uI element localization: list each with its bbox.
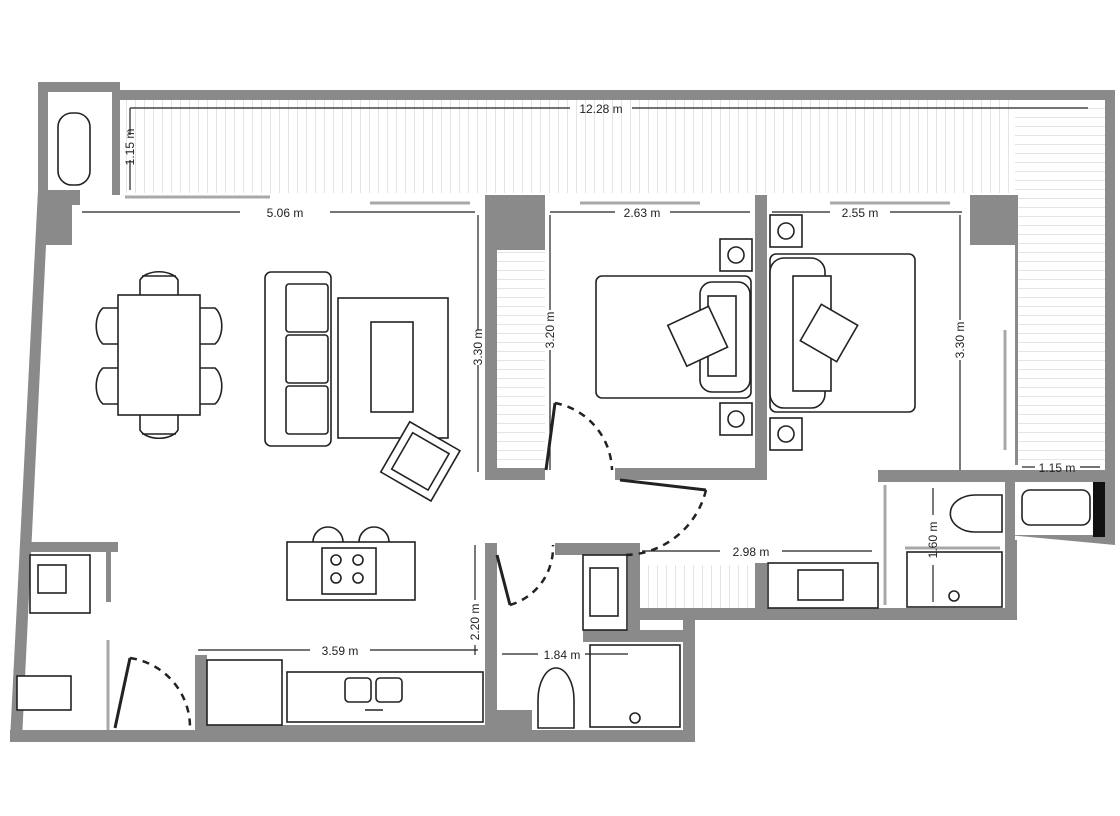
dim-balcony-depth: 1.15 m — [123, 129, 137, 166]
bathtub — [1021, 489, 1091, 526]
toilet-bathroom — [537, 667, 575, 729]
balcony-deck — [125, 100, 1105, 610]
dim-bath-corridor-width: 2.98 m — [733, 545, 770, 559]
sofa — [264, 271, 332, 447]
dim-ensuite-depth: 1.60 m — [926, 522, 940, 559]
kitchen-island — [286, 526, 416, 601]
doors — [113, 401, 708, 729]
bed-2 — [769, 253, 916, 413]
dim-bedroom1-depth: 3.20 m — [543, 312, 557, 349]
dim-kitchen-width: 3.59 m — [322, 644, 359, 658]
dim-living-width: 5.06 m — [267, 206, 304, 220]
bathtub-edge — [1093, 482, 1105, 537]
shower-head — [948, 590, 960, 602]
kitchen-counter — [286, 671, 484, 723]
nightstands — [719, 214, 803, 451]
dim-bathroom-width: 1.84 m — [544, 648, 581, 662]
dimension-lines — [82, 107, 1100, 655]
coffee-table — [370, 321, 414, 413]
dining-set — [95, 270, 223, 440]
fridge — [206, 659, 283, 726]
balcony-lounger — [57, 112, 91, 186]
dim-kitchen-depth: 2.20 m — [468, 604, 482, 641]
dim-balcony-length: 12.28 m — [579, 102, 622, 116]
washing-machine-lid — [37, 564, 67, 594]
armchair — [379, 420, 462, 503]
window-lines — [106, 195, 1007, 730]
dim-bedroom2-width: 2.55 m — [842, 206, 879, 220]
toilet-ensuite — [949, 494, 1003, 533]
bed-1 — [595, 275, 752, 399]
dim-living-depth: 3.30 m — [471, 329, 485, 366]
cooktop-icon — [330, 554, 364, 584]
utility-sink — [16, 675, 72, 711]
dim-side-balcony-width: 1.15 m — [1039, 461, 1076, 475]
dim-bedroom1-width: 2.63 m — [624, 206, 661, 220]
walls — [10, 82, 1115, 742]
dim-bedroom2-depth: 3.30 m — [953, 322, 967, 359]
